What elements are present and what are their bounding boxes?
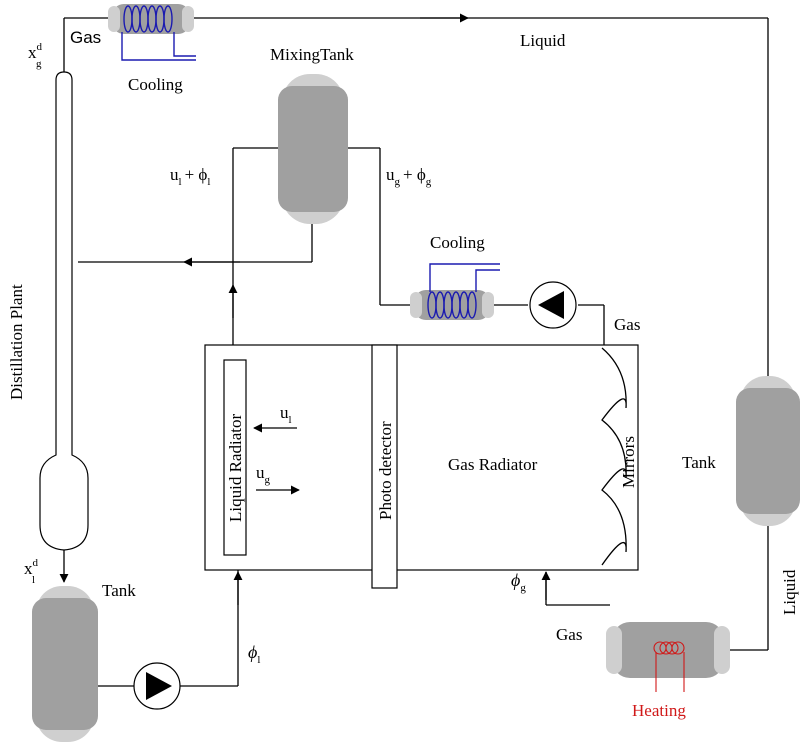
cooler-top-cap-left <box>108 6 120 32</box>
heating-coil <box>653 641 685 692</box>
label-mixing-tank: MixingTank <box>270 45 354 64</box>
label-heating: Heating <box>632 701 686 720</box>
label-tank-bottom: Tank <box>102 581 136 600</box>
cooling-coil-top <box>121 5 196 61</box>
pump-top-triangle <box>538 291 564 319</box>
cooler-mid-cap-right <box>482 292 494 318</box>
distillation-column <box>39 71 89 551</box>
label-ug-phig: ug+ ϕg <box>386 165 432 188</box>
cooling-coil-mid <box>427 263 500 319</box>
pipes <box>59 13 769 687</box>
label-phi-g: ϕg <box>511 570 526 594</box>
label-liquid-radiator: Liquid Radiator <box>226 414 245 522</box>
label-gas-radiator: Gas Radiator <box>448 455 538 474</box>
right-tank-body <box>736 388 800 514</box>
radiator-frame <box>204 344 639 571</box>
pump-bottom-triangle <box>146 672 172 700</box>
label-ul-phil: ul+ ϕl <box>170 165 210 188</box>
label-distillation-plant: Distillation Plant <box>7 284 26 400</box>
cooler-top-cap-right <box>182 6 194 32</box>
label-liquid-right: Liquid <box>780 569 799 615</box>
label-gas-top: Gas <box>70 28 101 47</box>
radiator-assembly <box>204 344 639 589</box>
mirrors-curve <box>601 347 627 566</box>
bottom-tank <box>32 586 98 742</box>
label-tank-right: Tank <box>682 453 716 472</box>
cooler-mid-cap-left <box>410 292 422 318</box>
mixing-tank <box>278 74 348 224</box>
label-arrow-ul: ul <box>280 403 292 426</box>
pump-top <box>529 281 577 329</box>
heater-cap-right <box>714 626 730 674</box>
label-cooling-top: Cooling <box>128 75 183 94</box>
photo-detector <box>371 344 398 589</box>
label-photo-detector: Photo detector <box>376 421 395 520</box>
bottom-tank-body <box>32 598 98 730</box>
heating-unit <box>606 622 730 692</box>
distillation-plant <box>39 71 89 551</box>
heater-cap-left <box>606 626 622 674</box>
label-gas-right: Gas <box>614 315 640 334</box>
cooling-top-unit <box>108 4 196 61</box>
mixing-tank-body <box>278 86 348 212</box>
label-mirrors: Mirrors <box>619 436 638 488</box>
label-gas-bottom: Gas <box>556 625 582 644</box>
label-liquid-top: Liquid <box>520 31 566 50</box>
pump-bottom <box>133 662 181 710</box>
heater-body <box>612 622 724 678</box>
label-cooling-mid: Cooling <box>430 233 485 252</box>
label-arrow-ug: ug <box>256 463 271 486</box>
right-tank <box>736 376 800 526</box>
liquid-radiator <box>223 359 247 556</box>
label-phi-l: ϕl <box>248 642 260 666</box>
cooling-mid-unit <box>410 263 500 320</box>
